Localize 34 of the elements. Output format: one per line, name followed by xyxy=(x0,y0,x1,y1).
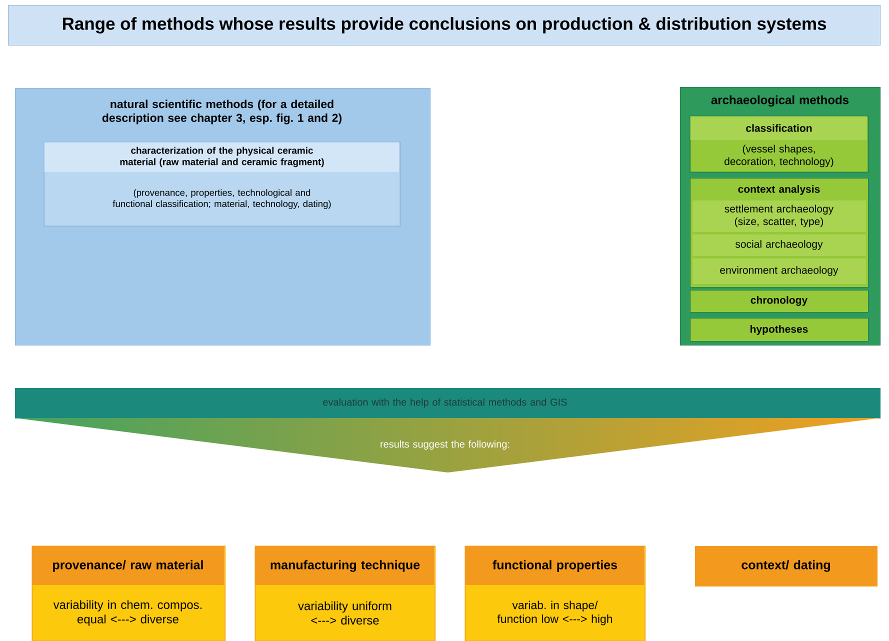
result-box xyxy=(32,546,226,641)
box-text: environment archaeology xyxy=(720,266,838,276)
panel-heading: natural scientific methods (for a detailed description see chapter 3, esp. fig. 1 and 2) xyxy=(102,100,342,124)
box-text: variab. in shape/ function low <---> high xyxy=(497,600,612,626)
box-heading: context analysis xyxy=(738,185,820,195)
method-box xyxy=(690,116,869,173)
title-banner: Range of methods whose results provide conclusions on production & distribution systems xyxy=(8,5,881,46)
box-heading: context/ dating xyxy=(742,560,830,572)
result-box xyxy=(464,546,646,641)
box-text: (provenance, properties, technological and functional classification; material, technology, dating) xyxy=(112,189,331,209)
box-text: variability in chem. compos. equal <---> diverse xyxy=(53,600,202,626)
box-text: settlement archaeology (size, scatter, type) xyxy=(724,204,834,228)
funnel-text: results suggest the following: xyxy=(380,440,510,450)
result-box xyxy=(695,546,878,587)
box-heading: characterization of the physical ceramic material (raw material and ceramic fragment) xyxy=(120,146,324,168)
box-heading: classification xyxy=(746,124,812,132)
method-box xyxy=(692,200,867,233)
box-heading: hypotheses xyxy=(750,325,808,335)
panel-heading: archaeological methods xyxy=(711,95,849,107)
box-text: variability uniform <---> diverse xyxy=(298,601,392,625)
box-text: (vessel shapes, decoration, technology) xyxy=(724,144,834,168)
evaluation-bar xyxy=(15,388,881,419)
box-heading: manufacturing technique xyxy=(270,560,420,572)
box-heading: chronology xyxy=(750,296,808,306)
box-heading: provenance/ raw material xyxy=(53,560,203,572)
box-text: social archaeology xyxy=(736,240,823,250)
method-box xyxy=(690,318,869,342)
method-box xyxy=(692,234,867,257)
method-box xyxy=(692,258,867,285)
bar-text: evaluation with the help of statistical methods and GIS xyxy=(323,398,567,408)
box-heading: functional properties xyxy=(492,560,618,572)
info-box xyxy=(44,142,401,227)
method-box xyxy=(690,290,869,313)
result-box xyxy=(254,546,436,641)
